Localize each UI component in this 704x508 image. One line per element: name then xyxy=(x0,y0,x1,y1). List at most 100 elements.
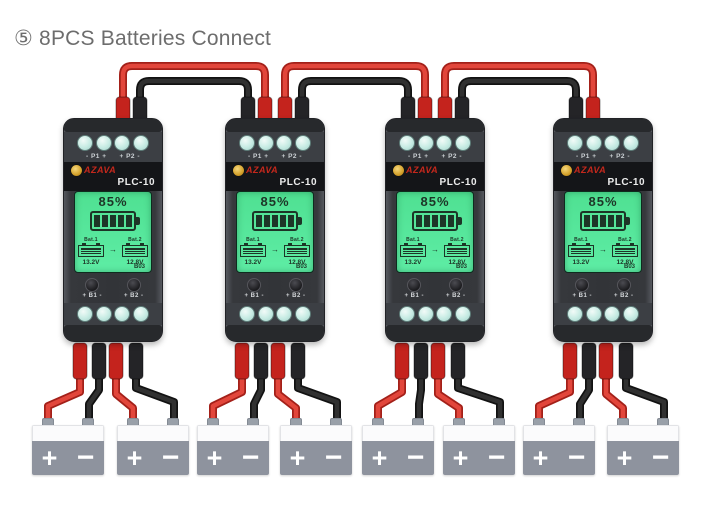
battery-level-icon xyxy=(252,211,302,232)
bat2-label: Bat.2 xyxy=(618,237,632,244)
bottom-plug-black xyxy=(413,342,429,380)
port-circle-icon xyxy=(239,306,256,323)
bottom-plug-red xyxy=(270,342,286,380)
battery-body: + − xyxy=(607,425,679,475)
page-title: ⑤ 8PCS Batteries Connect xyxy=(14,27,272,50)
link-cable-black xyxy=(459,78,579,122)
p2-label: + P2 - xyxy=(609,152,631,160)
soc-percentage: 85% xyxy=(98,194,128,210)
b2-connector-icon xyxy=(288,277,303,292)
port-circle-icon xyxy=(454,306,471,323)
battery-body: + − xyxy=(362,425,434,475)
lcd-screen: 85% Bat.1 13.2V → Bat.2 12.8V B03 xyxy=(396,191,474,273)
bottom-plug-red xyxy=(234,342,250,380)
link-cable-red xyxy=(442,63,596,122)
bottom-plug-red xyxy=(562,342,578,380)
port-circle-icon xyxy=(567,306,584,323)
bat1-cell-icon xyxy=(568,242,594,258)
bat2-label: Bat.2 xyxy=(128,237,142,244)
battery-level-icon xyxy=(412,211,462,232)
battery-body: + − xyxy=(197,425,269,475)
bat1-cell-icon xyxy=(78,242,104,258)
b1-connector-icon xyxy=(575,277,590,292)
port-circle-icon xyxy=(276,306,293,323)
bottom-plug-black xyxy=(581,342,597,380)
battery-top-band xyxy=(197,425,269,441)
top-port-row xyxy=(554,132,652,151)
bottom-ports-panel xyxy=(226,303,324,326)
battery-top-band xyxy=(523,425,595,441)
port-circle-icon xyxy=(257,134,274,151)
bat1-indicator: Bat.1 13.2V xyxy=(566,237,596,266)
battery-top-band xyxy=(32,425,104,441)
battery-label-band: + − xyxy=(32,441,104,475)
device-bottom-cap xyxy=(386,325,484,341)
device-top-cap xyxy=(554,119,652,132)
battery: + − xyxy=(197,418,269,475)
bat2-voltage: 12.8V xyxy=(448,258,466,266)
brand-name: AZAVA xyxy=(84,165,117,176)
battery-label-band: + − xyxy=(523,441,595,475)
battery-level-icon xyxy=(580,211,630,232)
battery-body: + − xyxy=(443,425,515,475)
brand-name: AZAVA xyxy=(246,165,279,176)
port-circle-icon xyxy=(454,134,471,151)
brand-name: AZAVA xyxy=(574,165,607,176)
port-circle-icon xyxy=(436,306,453,323)
bottom-plug-red xyxy=(108,342,124,380)
bottom-plug-black xyxy=(450,342,466,380)
bat1-label: Bat.1 xyxy=(246,237,260,244)
b1-label: + B1 - xyxy=(404,292,424,299)
battery-body: + − xyxy=(280,425,352,475)
battery: + − xyxy=(32,418,104,475)
b1-label: + B1 - xyxy=(244,292,264,299)
battery-label-band: + − xyxy=(280,441,352,475)
bat1-voltage: 13.2V xyxy=(82,258,100,266)
battery: + − xyxy=(523,418,595,475)
port-circle-icon xyxy=(114,134,131,151)
b1-label: + B1 - xyxy=(572,292,592,299)
bat1-indicator: Bat.1 13.2V xyxy=(398,237,428,266)
port-circle-icon xyxy=(77,134,94,151)
bottom-plug-black xyxy=(290,342,306,380)
battery: + − xyxy=(117,418,189,475)
top-port-row xyxy=(386,132,484,151)
soc-percentage: 85% xyxy=(420,194,450,210)
bat2-indicator: Bat.2 12.8V xyxy=(610,237,640,266)
bat2-voltage: 12.8V xyxy=(616,258,634,266)
bottom-port-row xyxy=(226,303,324,323)
battery: + − xyxy=(607,418,679,475)
port-circle-icon xyxy=(417,134,434,151)
b2-label: + B2 - xyxy=(124,292,144,299)
bat2-cell-icon xyxy=(612,242,638,258)
bat2-cell-icon xyxy=(444,242,470,258)
controls-panel: + B1 - + B2 - xyxy=(386,277,484,304)
battery-top-band xyxy=(362,425,434,441)
lion-emblem-icon xyxy=(561,164,572,176)
battery-monitor-device: - P1 + + P2 - AZAVA PLC-10 85% Bat.1 xyxy=(553,118,653,342)
link-cable-black xyxy=(137,78,251,122)
bat2-voltage: 12.8V xyxy=(126,258,144,266)
port-circle-icon xyxy=(622,134,639,151)
top-ports-panel: - P1 + + P2 - xyxy=(554,131,652,162)
port-circle-icon xyxy=(585,134,602,151)
port-circle-icon xyxy=(95,134,112,151)
transfer-arrow-icon: → xyxy=(271,244,279,254)
bat2-cell-icon xyxy=(122,242,148,258)
battery-top-band xyxy=(607,425,679,441)
brand-panel: AZAVA PLC-10 xyxy=(554,161,652,192)
controls-panel: + B1 - + B2 - xyxy=(64,277,162,304)
p2-label: + P2 - xyxy=(281,152,303,160)
device-bottom-cap xyxy=(554,325,652,341)
battery-monitor-device: - P1 + + P2 - AZAVA PLC-10 85% Bat.1 xyxy=(225,118,325,342)
bat1-cell-icon xyxy=(240,242,266,258)
soc-percentage: 85% xyxy=(260,194,290,210)
battery-body: + − xyxy=(117,425,189,475)
bat1-voltage: 13.2V xyxy=(404,258,422,266)
port-circle-icon xyxy=(294,306,311,323)
transfer-arrow-icon: → xyxy=(431,244,439,254)
battery: + − xyxy=(280,418,352,475)
lion-emblem-icon xyxy=(71,164,82,176)
p2-label: + P2 - xyxy=(441,152,463,160)
